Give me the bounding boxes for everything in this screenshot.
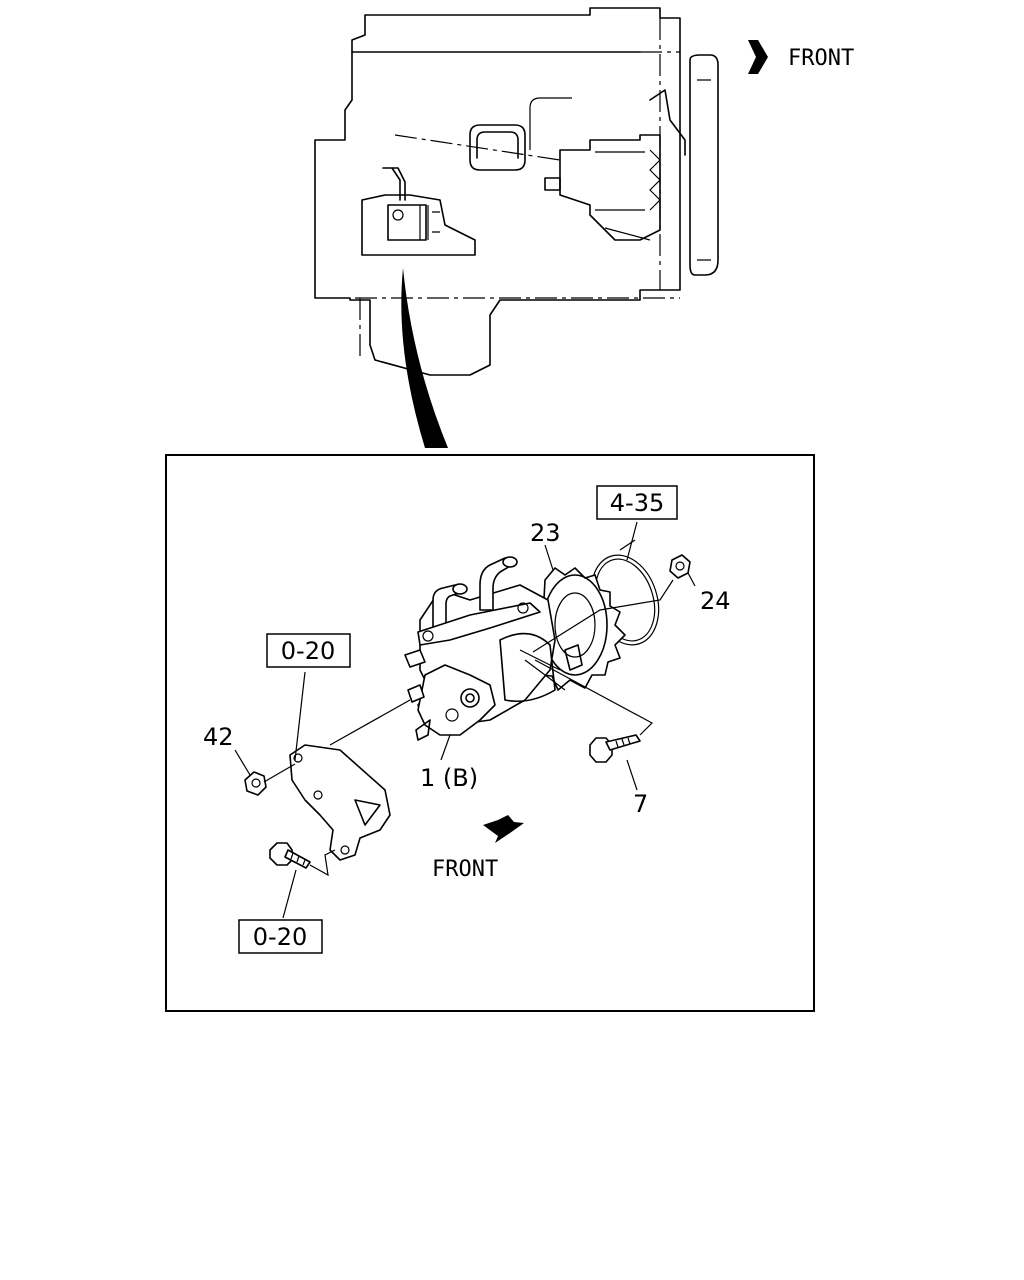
front-label-detail: FRONT (432, 857, 498, 882)
pump-bracket (289, 744, 391, 861)
callout-23: 23 (530, 519, 561, 547)
bolt-7 (589, 734, 641, 763)
ref-0-20-upper-label: 0-20 (281, 637, 335, 665)
leader-lines (234, 521, 696, 919)
engine-overview (314, 7, 719, 448)
front-label-top: FRONT (788, 46, 854, 71)
ref-4-35-label: 4-35 (610, 489, 664, 517)
callout-24: 24 (700, 587, 731, 615)
ref-box-0-20-upper[interactable]: 0-20 (266, 633, 351, 668)
front-arrow-detail-icon (483, 815, 524, 843)
callout-42: 42 (203, 723, 234, 751)
callout-1b: 1 (B) (420, 764, 478, 792)
detail-frame (165, 454, 815, 1012)
ref-0-20-lower-label: 0-20 (253, 923, 307, 951)
front-direction-indicator-detail: FRONT (432, 815, 524, 882)
ref-box-4-35[interactable]: 4-35 (596, 485, 678, 520)
front-arrow-icon (748, 40, 768, 74)
bracket-bolt (269, 842, 311, 869)
front-direction-indicator-top: FRONT (748, 40, 854, 74)
injection-pump-assembly (404, 554, 660, 741)
ref-box-0-20-lower[interactable]: 0-20 (238, 919, 323, 954)
nut-24 (669, 554, 691, 579)
nut-42 (244, 771, 267, 796)
pointer-arrow-icon (401, 268, 448, 448)
callout-7: 7 (633, 790, 648, 818)
